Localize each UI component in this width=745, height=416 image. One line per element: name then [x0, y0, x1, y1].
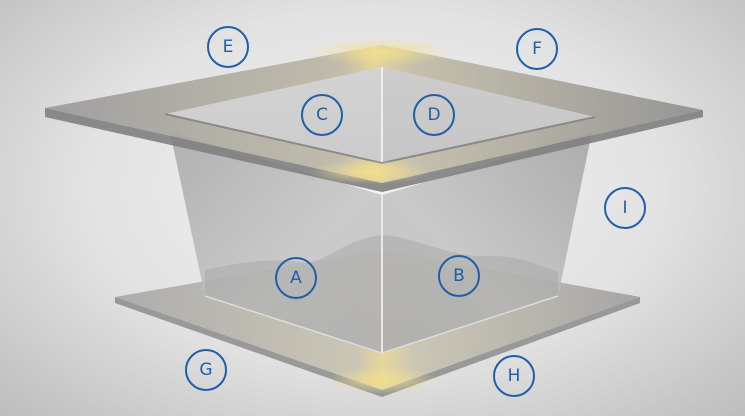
callout-e: E: [207, 26, 249, 68]
callout-b-label: B: [453, 265, 465, 286]
callout-i: I: [604, 187, 646, 229]
callout-c: C: [301, 94, 343, 136]
callout-d: D: [413, 94, 455, 136]
callout-e-label: E: [222, 36, 234, 57]
callout-c-label: C: [316, 104, 328, 125]
callout-h: H: [493, 355, 535, 397]
callout-f: F: [516, 28, 558, 70]
callout-g: G: [185, 349, 227, 391]
callout-h-label: H: [507, 365, 521, 386]
callout-i-label: I: [622, 197, 628, 218]
callout-d-label: D: [427, 104, 441, 125]
callout-a-label: A: [290, 267, 302, 288]
callout-g-label: G: [199, 359, 213, 380]
top-flange: [45, 38, 703, 192]
callout-a: A: [275, 257, 317, 299]
callout-f-label: F: [532, 38, 542, 59]
callout-b: B: [438, 255, 480, 297]
